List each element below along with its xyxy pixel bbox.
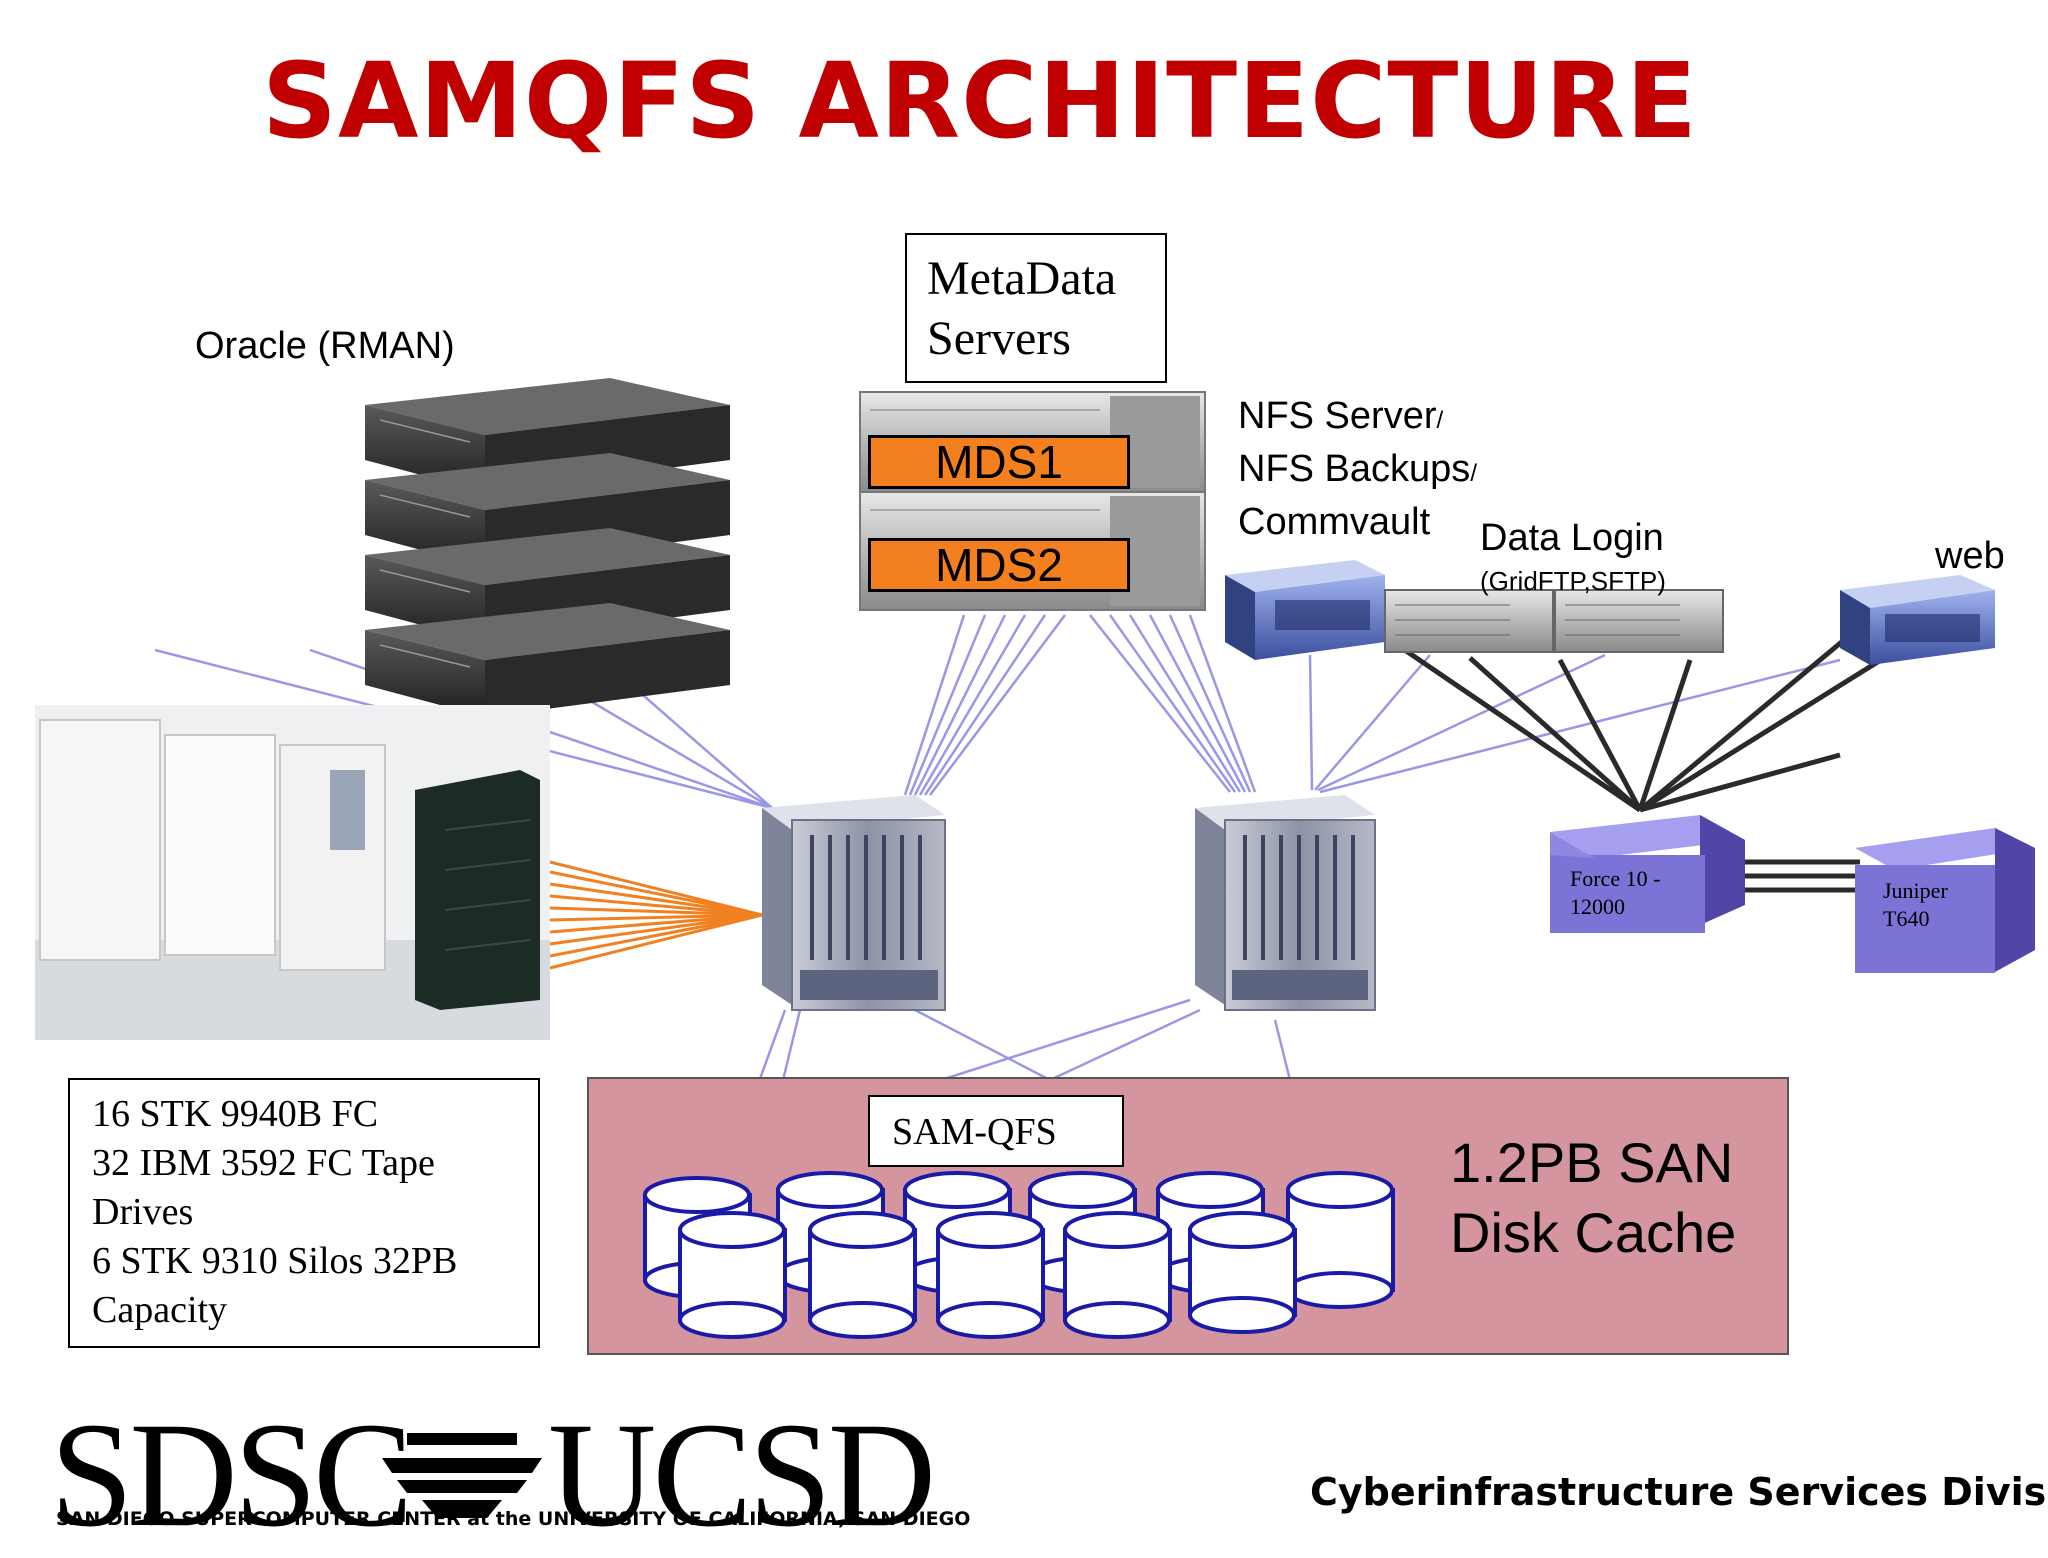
- mds1-label: MDS1: [868, 435, 1130, 489]
- force10-label: Force 10 - 12000: [1570, 865, 1660, 921]
- nfs-server: [1225, 560, 1385, 660]
- juniper-label: Juniper T640: [1883, 877, 1948, 933]
- tape-info-line: Capacity: [92, 1289, 228, 1331]
- nfs-label-slash2: /: [1470, 460, 1477, 487]
- tape-info-box: 16 STK 9940B FC 32 IBM 3592 FC Tape Driv…: [68, 1078, 540, 1348]
- force10-switch: [1550, 815, 1745, 933]
- juniper-label-line2: T640: [1883, 906, 1930, 931]
- metadata-servers-label-line1: MetaData: [927, 252, 1117, 305]
- nfs-label-line2: NFS Backups: [1238, 448, 1471, 490]
- san-label-line1: 1.2PB SAN: [1450, 1131, 1734, 1194]
- metadata-servers-box: MetaData Servers: [905, 233, 1167, 383]
- web-label: web: [1935, 535, 2005, 577]
- data-login-label: Data Login: [1480, 517, 1664, 559]
- force10-label-line2: 12000: [1570, 894, 1625, 919]
- tape-info-line: 16 STK 9940B FC: [92, 1093, 379, 1135]
- tape-links: [549, 860, 763, 970]
- sdsc-ucsd-logo: SDSC UCSD SAN DIEGO SUPERCOMPUTER CENTER…: [50, 1400, 970, 1550]
- disk-cylinders: [643, 1171, 1395, 1339]
- footer-division-label: Cyberinfrastructure Services Division: [1310, 1470, 2048, 1514]
- san-disk-cache-label: 1.2PB SAN Disk Cache: [1450, 1128, 1736, 1268]
- metadata-servers-label-line2: Servers: [927, 312, 1071, 365]
- data-login-sublabel: (GridFTP,SFTP): [1480, 566, 1666, 596]
- fc-links-right: [1089, 614, 1841, 794]
- network-links: [1388, 617, 1947, 893]
- logo-sdsc-text: SDSC: [50, 1392, 413, 1558]
- juniper-label-line1: Juniper: [1883, 878, 1948, 903]
- tape-info-line: 32 IBM 3592 FC Tape: [92, 1142, 435, 1184]
- logo-wave-icon: [382, 1433, 542, 1518]
- logo-ucsd-text: UCSD: [548, 1392, 936, 1558]
- tape-info-line: Drives: [92, 1191, 194, 1233]
- samqfs-label-box: SAM-QFS: [868, 1095, 1124, 1167]
- web-server: [1840, 575, 1995, 665]
- tape-info-line: 6 STK 9310 Silos 32PB: [92, 1240, 458, 1282]
- oracle-server-stack: [365, 378, 730, 717]
- nfs-label-slash1: /: [1436, 407, 1444, 434]
- page-title: SAMQFS ARCHITECTURE: [262, 40, 1698, 162]
- mds2-label: MDS2: [868, 538, 1130, 592]
- san-switch-left: [762, 795, 946, 1011]
- oracle-label: Oracle (RMAN): [195, 325, 455, 367]
- juniper-router: [1855, 828, 2035, 973]
- san-label-line2: Disk Cache: [1450, 1201, 1737, 1264]
- nfs-label-line3: Commvault: [1238, 501, 1431, 543]
- san-switch-right: [1195, 795, 1376, 1011]
- nfs-server-label: NFS Server/ NFS Backups/ Commvault: [1238, 392, 1477, 546]
- logo-subtitle: SAN DIEGO SUPERCOMPUTER CENTER at the UN…: [56, 1508, 971, 1530]
- data-login-servers: [1384, 589, 1724, 653]
- nfs-label-line1: NFS Server: [1238, 395, 1437, 437]
- samqfs-label: SAM-QFS: [892, 1111, 1057, 1153]
- tape-library: [35, 705, 550, 1040]
- force10-label-line1: Force 10 -: [1570, 866, 1661, 891]
